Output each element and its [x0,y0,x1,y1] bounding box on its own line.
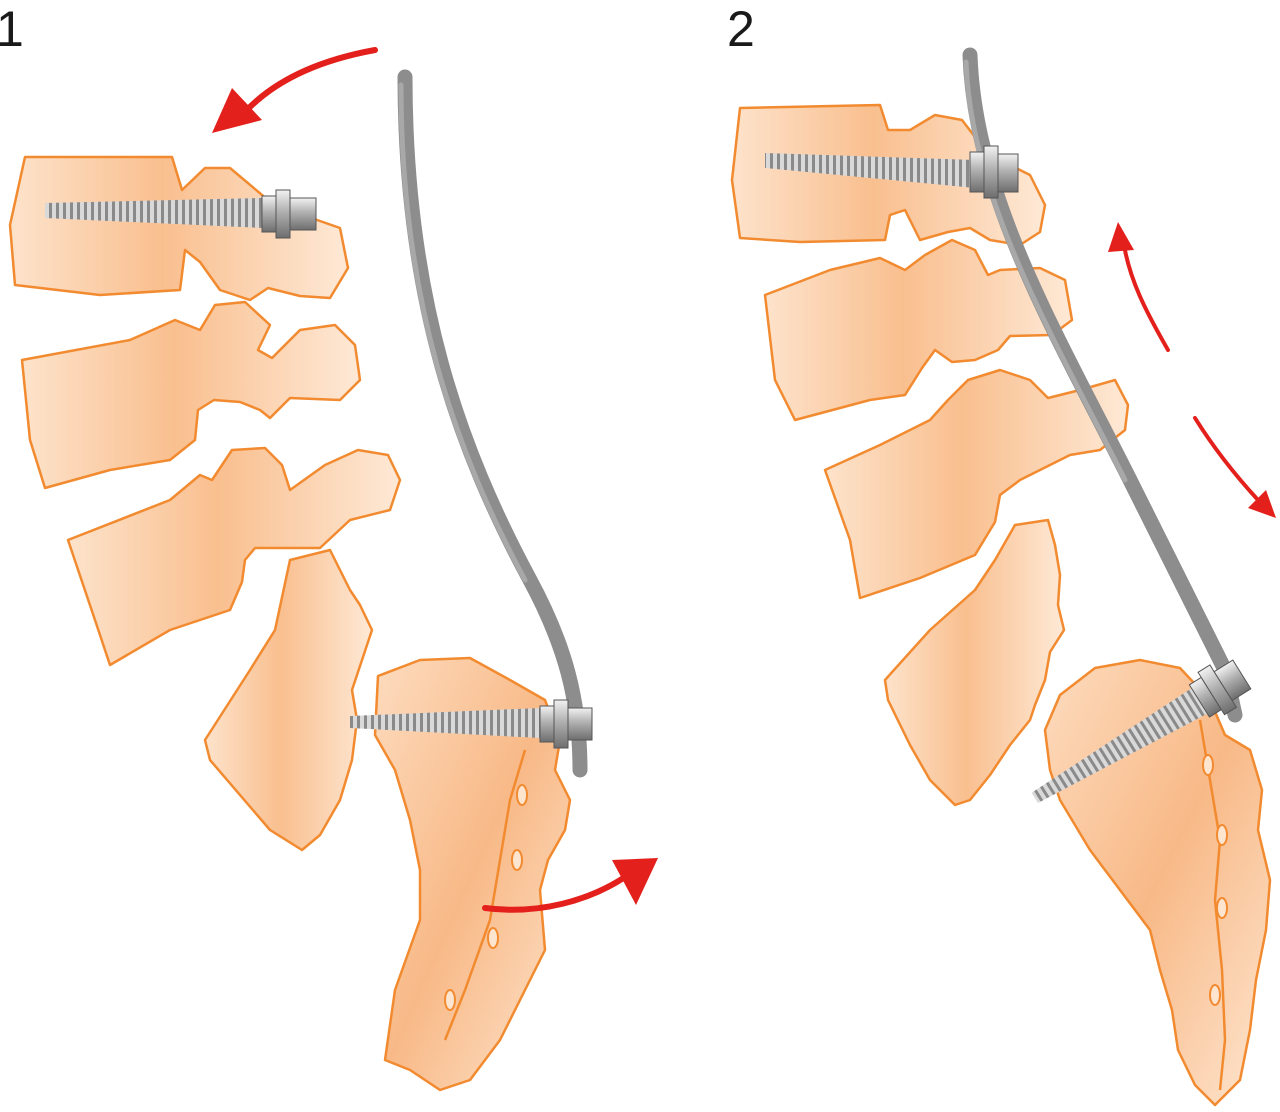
sacral-foramen [1216,897,1228,919]
sacral-foramen [511,849,523,871]
pedicle-screw [350,699,593,749]
vertebra-l2 [8,155,350,302]
pedicle-screw [1031,659,1252,803]
sacrum-ridge [1198,719,1227,1091]
sacral-foramen [1216,824,1228,846]
vertebra-l4 [66,446,402,667]
rod-highlight [398,82,528,583]
pedicle-screw [45,189,317,239]
sacral-foramen [516,784,528,806]
distraction-arrow [1193,416,1276,518]
panel-1-spine [8,47,658,1092]
panel-2-label: 2 [727,1,755,57]
rotation-arrow [482,858,658,913]
rod-highlight [963,59,1128,483]
panel-2-spine [730,47,1276,1107]
rod [397,69,588,778]
panel-1-label: 1 [0,1,24,57]
pedicle-screw [765,145,1019,199]
rotation-arrow [212,47,378,133]
distraction-arrow [1108,222,1170,352]
sacral-foramen [444,989,456,1011]
vertebra-l3 [20,300,362,490]
sacral-foramen [487,927,499,949]
sacral-foramen [1209,984,1221,1006]
sacral-foramen [1202,754,1214,776]
vertebra-l4 [823,368,1130,600]
vertebra-l3 [763,238,1074,422]
vertebra-l5 [203,548,374,852]
sacrum-ridge [443,749,527,1041]
vertebra-l5 [883,518,1066,807]
